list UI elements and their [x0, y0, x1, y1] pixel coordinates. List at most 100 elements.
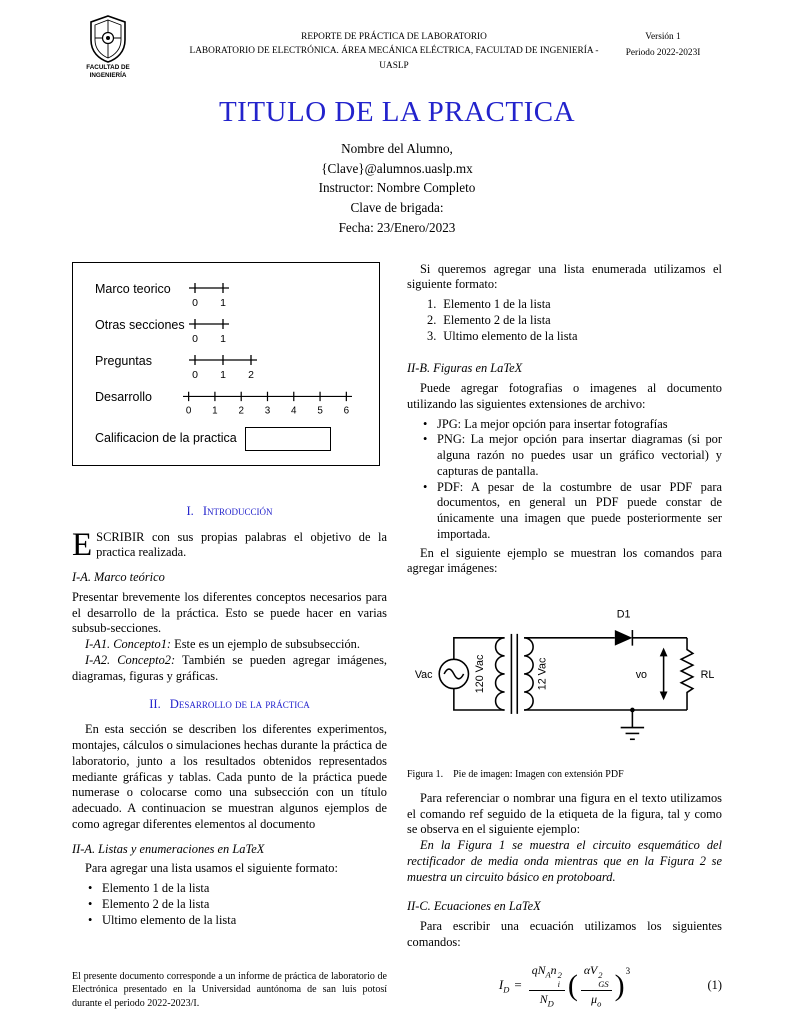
section-2-number: II.: [149, 697, 161, 712]
svg-text:0: 0: [192, 297, 198, 309]
section-1-heading: I. Introducción: [72, 504, 387, 520]
reference-paragraph: Para referenciar o nombrar una figura en…: [407, 790, 722, 837]
svg-text:0: 0: [192, 369, 198, 381]
list-number: 2.: [427, 312, 437, 327]
secondary-voltage-label: 12 Vac: [537, 657, 549, 690]
diode-icon: [614, 630, 633, 646]
author-block: Nombre del Alumno, {Clave}@alumnos.uaslp…: [72, 139, 722, 238]
diode-label: D1: [617, 609, 631, 621]
rubric-grade-row: Calificacion de la practica: [95, 426, 371, 451]
equation-intro-paragraph: Para escribir una ecuación utilizamos lo…: [407, 919, 722, 949]
faculty-crest-icon: [90, 15, 126, 63]
list-number: 1.: [427, 297, 437, 312]
list-item: Elemento 1 de la lista: [72, 881, 387, 897]
right-column: Si queremos agregar una lista enumerada …: [407, 262, 722, 1014]
instructor-line: Instructor: Nombre Completo: [318, 180, 476, 196]
concepto2-paragraph: I-A2. Concepto2: También se pueden agreg…: [72, 653, 387, 685]
thanks-footnote: El presente documento corresponde a un i…: [72, 971, 387, 1009]
source-label: Vac: [415, 669, 433, 681]
section-1-title: Introducción: [202, 503, 273, 518]
svg-text:1: 1: [220, 369, 226, 381]
concepto1-paragraph: I-A1. Concepto1: Este es un ejemplo de s…: [72, 637, 387, 653]
load-label: RL: [701, 669, 715, 681]
list-item: 3.Ultimo elemento de la lista: [407, 329, 722, 345]
subsection-IIB-heading: II-B. Figuras en LaTeX: [407, 361, 523, 376]
figure-1: Vac 120 Vac 12 Vac: [407, 591, 722, 756]
rectifier-circuit-diagram: Vac 120 Vac 12 Vac: [415, 609, 715, 741]
rubric-label: Desarrollo: [95, 389, 152, 404]
grade-box: [245, 426, 331, 451]
faculty-logo-line1: FACULTAD DE: [86, 64, 130, 71]
primary-voltage-label: 120 Vac: [474, 654, 486, 693]
file-type-list: JPG: La mejor opción para insertar fotog…: [407, 417, 722, 543]
rubric-label: Marco teorico: [95, 281, 171, 296]
section-1-number: I.: [186, 503, 194, 518]
desarrollo-paragraph: En esta sección se describen los diferen…: [72, 722, 387, 831]
figures-intro-paragraph: Puede agregar fotografias o imagenes al …: [407, 381, 722, 411]
concepto2-label: I-A2. Concepto2:: [85, 652, 176, 667]
concepto1-text: Este es un ejemplo de subsubsección.: [174, 637, 360, 652]
grade-label: Calificacion de la practica: [95, 430, 237, 445]
section-2-title: Desarrollo de la práctica: [169, 697, 310, 712]
rubric-label: Preguntas: [95, 353, 152, 368]
page-header: FACULTAD DE INGENIERÍA REPORTE DE PRÁCTI…: [72, 14, 722, 80]
author-email: {Clave}@alumnos.uaslp.mx: [321, 160, 473, 176]
faculty-logo: FACULTAD DE INGENIERÍA: [72, 14, 184, 80]
list-number: 3.: [427, 328, 437, 343]
list-item: Elemento 2 de la lista: [72, 897, 387, 913]
svg-text:1: 1: [220, 333, 226, 345]
list-text: Elemento 2 de la lista: [443, 312, 551, 327]
version-label: Versión 1: [645, 32, 681, 42]
subsection-IIC-heading: II-C. Ecuaciones en LaTeX: [407, 899, 541, 914]
arrow-down-icon: [659, 691, 668, 701]
list-text: Elemento 1 de la lista: [443, 297, 551, 312]
example-intro-paragraph: En el siguiente ejemplo se muestran los …: [407, 545, 722, 576]
brigade-line: Clave de brigada:: [350, 200, 444, 216]
figure-caption-text: Pie de imagen: Imagen con extensión PDF: [453, 768, 624, 780]
report-type: REPORTE DE PRÁCTICA DE LABORATORIO: [301, 32, 487, 42]
svg-text:3: 3: [265, 405, 271, 416]
report-header-center: REPORTE DE PRÁCTICA DE LABORATORIO LABOR…: [184, 14, 604, 73]
svg-text:5: 5: [318, 405, 324, 416]
svg-text:4: 4: [291, 405, 297, 416]
list-item: Ultimo elemento de la lista: [72, 913, 387, 929]
section-2-heading: II. Desarrollo de la práctica: [72, 697, 387, 713]
list-item: PNG: La mejor opción para insertar diagr…: [407, 432, 722, 479]
concepto2-text: También se pueden agregar imágenes, diag…: [72, 652, 388, 683]
dropcap-letter: E: [72, 526, 93, 563]
lab-department: LABORATORIO DE ELECTRÓNICA. ÁREA MECÁNIC…: [189, 46, 599, 71]
reference-example-paragraph: En la Figura 1 se muestra el circuito es…: [407, 838, 722, 884]
list-item: JPG: La mejor opción para insertar fotog…: [407, 417, 722, 433]
svg-text:0: 0: [192, 333, 198, 345]
list-item: 2. Elemento 2 de la lista: [407, 313, 722, 329]
date-line: Fecha: 23/Enero/2023: [338, 219, 456, 235]
equation-number: (1): [707, 977, 722, 992]
svg-text:1: 1: [212, 405, 217, 416]
svg-text:0: 0: [186, 405, 192, 416]
concepto1-label: I-A1. Concepto1:: [85, 637, 172, 652]
author-name: Nombre del Alumno,: [341, 140, 453, 156]
intro-text: SCRIBIR con sus propias palabras el obje…: [96, 529, 387, 560]
list-intro-paragraph: Para agregar una lista usamos el siguien…: [85, 861, 338, 876]
faculty-logo-text: FACULTAD DE INGENIERÍA: [86, 64, 130, 80]
marco-teorico-paragraph: Presentar brevemente los diferentes conc…: [72, 589, 387, 636]
document-title: TITULO DE LA PRACTICA: [218, 95, 576, 128]
period-label: Periodo 2022-2023I: [625, 47, 701, 58]
list-item: 1. Elemento 1 de la lista: [407, 297, 722, 313]
svg-text:2: 2: [239, 405, 244, 416]
